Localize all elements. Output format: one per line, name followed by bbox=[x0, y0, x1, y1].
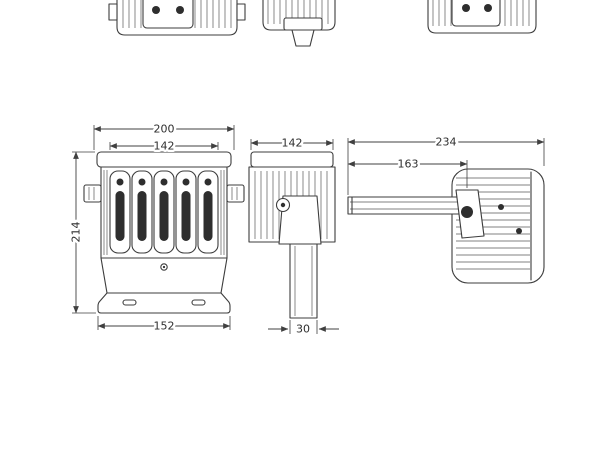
dimension-front-width-outer: 200 bbox=[93, 120, 235, 150]
front-view bbox=[83, 151, 245, 314]
dimension-front-height: 214 bbox=[67, 151, 96, 314]
dimension-front-base-width: 152 bbox=[97, 316, 231, 335]
dim-label-side-depth: 142 bbox=[282, 137, 303, 150]
dimension-side-depth: 142 bbox=[250, 134, 334, 152]
screw-dot bbox=[498, 204, 504, 210]
dimension-front-width-inner: 142 bbox=[109, 137, 219, 155]
partial-module-box bbox=[142, 0, 194, 29]
screw-dot bbox=[484, 4, 492, 12]
dim-label-profile-total-depth: 234 bbox=[436, 136, 457, 149]
dimension-annotations: 200 142 214 152 142 30 bbox=[67, 120, 545, 338]
pole-stub bbox=[291, 29, 315, 47]
clamp-bar bbox=[283, 17, 323, 31]
dim-label-profile-arm-length: 163 bbox=[398, 158, 419, 171]
top-partial-view-right bbox=[427, 0, 537, 34]
screw-dot bbox=[152, 6, 160, 14]
right-knob bbox=[226, 184, 245, 203]
dimension-profile-total-depth: 234 bbox=[347, 133, 545, 195]
dim-label-front-base-width: 152 bbox=[154, 320, 175, 333]
base-slot bbox=[191, 299, 206, 306]
base-slot bbox=[122, 299, 137, 306]
dim-label-front-width-inner: 142 bbox=[154, 140, 175, 153]
led-modules bbox=[109, 170, 219, 254]
dim-label-front-height: 214 bbox=[70, 222, 83, 243]
yoke-bracket bbox=[278, 195, 322, 245]
screw-dot bbox=[176, 6, 184, 14]
mounting-arm bbox=[347, 196, 461, 215]
top-partial-view-middle bbox=[262, 0, 336, 47]
mounting-pole bbox=[289, 243, 318, 319]
left-knob bbox=[83, 184, 102, 203]
base-plate bbox=[97, 292, 231, 314]
top-lid bbox=[250, 151, 334, 168]
screw-dot bbox=[516, 228, 522, 234]
side-view bbox=[248, 151, 336, 319]
side-knob bbox=[108, 3, 118, 21]
screw-dot bbox=[462, 4, 470, 12]
profile-view bbox=[347, 168, 545, 284]
clamp-knob bbox=[461, 206, 473, 218]
top-lid bbox=[96, 151, 232, 168]
dimension-profile-arm-length: 163 bbox=[347, 155, 468, 188]
dim-label-side-pole-width: 30 bbox=[296, 323, 310, 336]
center-screw bbox=[160, 263, 168, 271]
dim-label-front-width-outer: 200 bbox=[154, 123, 175, 136]
partial-module-box bbox=[451, 0, 501, 27]
top-partial-view-left bbox=[108, 0, 246, 36]
dimension-side-pole-width: 30 bbox=[268, 320, 339, 338]
side-knob bbox=[236, 3, 246, 21]
